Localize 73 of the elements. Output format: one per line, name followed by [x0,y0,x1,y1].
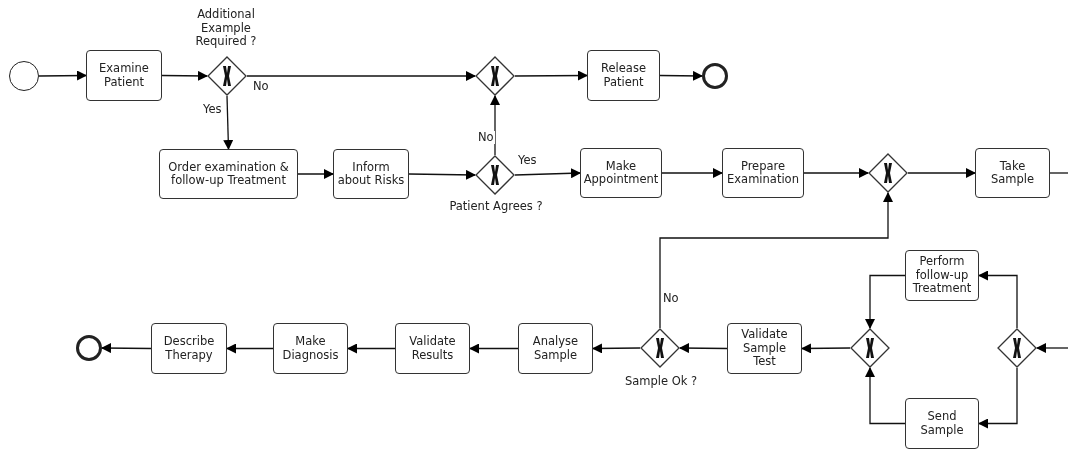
task-label: Validate Sample Test [740,328,789,369]
edge-label: Yes [517,154,538,167]
task-label: Take Sample [989,159,1036,187]
task-box [273,323,348,374]
sequence-flow-arrow [659,70,703,81]
sequence-line [1049,172,1068,174]
sequence-flow-arrow [907,168,976,178]
task-label: Perform follow-up Treatment [911,255,973,296]
task-box [975,148,1050,198]
sequence-flow-arrow [978,367,1018,429]
task-label: Make Appointment [582,159,660,187]
sequence-flow-arrow [490,95,500,156]
task-box [727,323,802,374]
sequence-flow-arrow [408,169,476,180]
sequence-flow-arrow [865,274,906,329]
sequence-flow-arrow [661,168,723,178]
gateway-diamond [997,328,1037,368]
task-label: Examine Patient [98,62,150,89]
edge-label: No [662,292,680,305]
task-box [333,149,409,199]
edge-label: Yes [202,103,223,116]
sequence-flow-arrow [592,343,641,354]
sequence-flow-arrow [865,367,906,425]
task-label: Validate Results [408,335,457,362]
task-label: Prepare Examination [726,159,800,187]
task-box [159,149,298,199]
sequence-flow-arrow [659,192,893,329]
task-box [587,50,660,101]
task-box [151,323,227,374]
task-box [580,148,662,198]
sequence-flow-arrow [679,343,728,354]
edge-label: No [252,80,270,93]
sequence-flow-arrow [801,343,851,354]
task-box [395,323,470,374]
task-label: Describe Therapy [162,335,216,362]
sequence-flow-arrow [514,168,581,179]
edge-label: No [477,131,495,144]
sequence-flow-arrow [223,95,234,150]
gateway-diamond [640,328,680,368]
sequence-flow-arrow [803,168,869,178]
task-label: Analyse Sample [531,335,580,362]
task-label: Release Patient [600,62,647,89]
task-box [905,250,979,301]
start-event-circle [9,61,39,91]
gateway-label: Patient Agrees ? [448,200,544,214]
task-label: Send Sample [919,410,965,437]
gateway-label: Sample Ok ? [623,375,699,389]
gateway-label: Additional Example Required ? [194,8,258,49]
gateway-diamond [207,56,247,96]
task-box [86,50,162,101]
gateway-diamond [868,153,908,193]
sequence-flow-arrow [101,343,152,354]
sequence-flow-arrow [246,71,476,81]
task-label: Make Diagnosis [281,335,340,362]
task-label: Inform about Risks [336,160,406,188]
sequence-flow-arrow [347,343,396,354]
sequence-flow-arrow [978,270,1018,329]
sequence-flow-arrow [161,70,208,81]
gateway-diamond [475,155,515,195]
sequence-flow-arrow [514,70,588,81]
task-label: Order examination & follow-up Treatment [167,160,290,188]
sequence-flow-arrow [297,169,334,179]
gateway-diamond [850,328,890,368]
sequence-flow-arrow [38,70,87,81]
task-box [518,323,593,374]
task-box [905,398,979,449]
end-event-circle [702,63,728,89]
task-box [722,148,804,198]
sequence-flow-arrow [226,343,274,354]
sequence-flow-arrow [469,343,519,354]
end-event-circle [76,335,102,361]
gateway-diamond [475,56,515,96]
sequence-flow-arrow [1036,343,1068,353]
